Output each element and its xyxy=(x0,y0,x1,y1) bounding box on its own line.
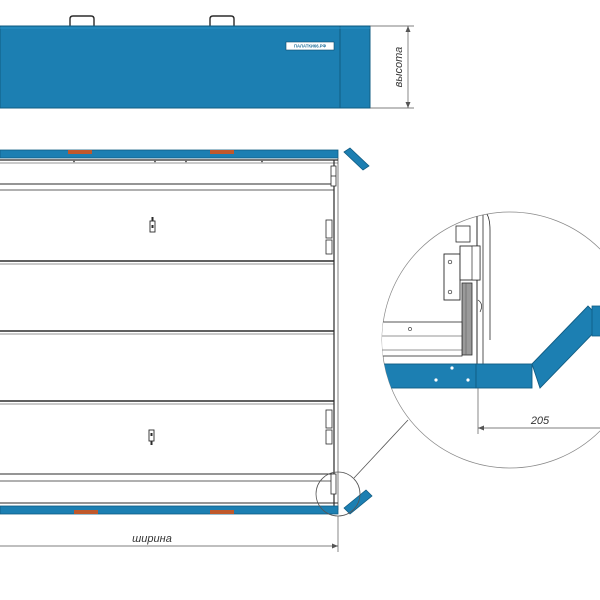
folded-body xyxy=(0,25,371,109)
carry-handle-right xyxy=(209,15,235,26)
bottom-rail-accent-1 xyxy=(74,510,98,514)
height-dimension: высота xyxy=(370,25,414,109)
logo-plate xyxy=(285,41,335,51)
top-rail-accent-1 xyxy=(68,150,92,154)
hinge-icon xyxy=(325,165,337,495)
width-dimension: ширина xyxy=(0,516,339,552)
top-bar-bolts xyxy=(73,160,263,163)
carry-handle-left xyxy=(69,15,95,26)
width-label: ширина xyxy=(132,533,172,545)
hinge-plate xyxy=(443,253,461,301)
detail-flap xyxy=(531,305,600,389)
latch-icon xyxy=(149,217,156,233)
bottom-rail-accent-2 xyxy=(210,510,234,514)
top-view: ПАЛАТКИ66.РФ высота xyxy=(0,15,414,109)
top-flap xyxy=(343,147,370,171)
bottom-rail xyxy=(0,505,339,515)
detail-view: 205 xyxy=(381,211,600,469)
latch-icon xyxy=(148,429,155,445)
height-label: высота xyxy=(393,47,405,88)
detail-leader-line xyxy=(353,419,409,479)
detail-rail xyxy=(382,363,477,389)
detail-rail-joint xyxy=(475,363,533,389)
logo-text: ПАЛАТКИ66.РФ xyxy=(294,44,327,49)
top-rail-accent-2 xyxy=(210,150,234,154)
front-view: ширина xyxy=(0,147,409,552)
bottom-flap xyxy=(343,489,373,515)
detail-dimension-label: 205 xyxy=(530,415,550,427)
top-rail xyxy=(0,149,339,159)
